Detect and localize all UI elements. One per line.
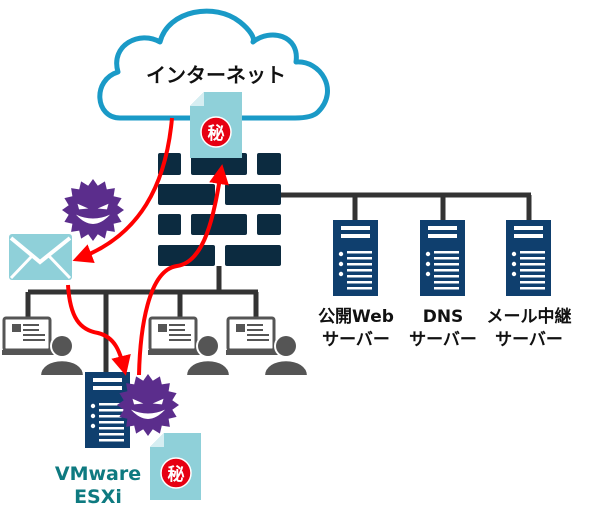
malware-icon bbox=[62, 179, 124, 241]
client-pc-with-user bbox=[2, 316, 86, 377]
arrow-mail-to-esxi bbox=[66, 284, 131, 376]
firewall bbox=[158, 153, 281, 266]
server-label-line2: サーバー bbox=[495, 330, 563, 350]
server-icon bbox=[420, 220, 465, 296]
esxi-label-line1: VMware bbox=[55, 463, 141, 485]
esxi-server bbox=[85, 372, 130, 448]
server-icon bbox=[333, 220, 378, 296]
arrow-internet-to-mail bbox=[72, 117, 174, 264]
client-pc-with-user bbox=[226, 316, 310, 377]
arrow-esxi-to-internet bbox=[137, 164, 229, 376]
secret-mark: 秘 bbox=[168, 464, 185, 485]
server-label-line1: 公開Web bbox=[318, 307, 394, 327]
esxi-label-line2: ESXi bbox=[74, 486, 122, 508]
malware-icon bbox=[117, 374, 179, 436]
internet-label: インターネット bbox=[146, 63, 286, 87]
server-label-line1: DNS bbox=[423, 307, 464, 327]
secret-document-icon: 秘 bbox=[190, 92, 242, 158]
esxi-server-icon bbox=[85, 372, 130, 448]
server-label-line2: サーバー bbox=[322, 330, 390, 350]
secret-mark: 秘 bbox=[208, 123, 225, 144]
server-label-line1: メール中継 bbox=[487, 306, 572, 327]
server-icon bbox=[506, 220, 551, 296]
internet-cloud: インターネット bbox=[97, 8, 330, 121]
client-pcs bbox=[2, 316, 310, 377]
client-pc-with-user bbox=[148, 316, 232, 377]
mail-icon bbox=[9, 234, 72, 280]
network-lines bbox=[25, 192, 532, 372]
server-label-line2: サーバー bbox=[409, 330, 477, 350]
stolen-secret-document-icon: 秘 bbox=[150, 433, 201, 500]
